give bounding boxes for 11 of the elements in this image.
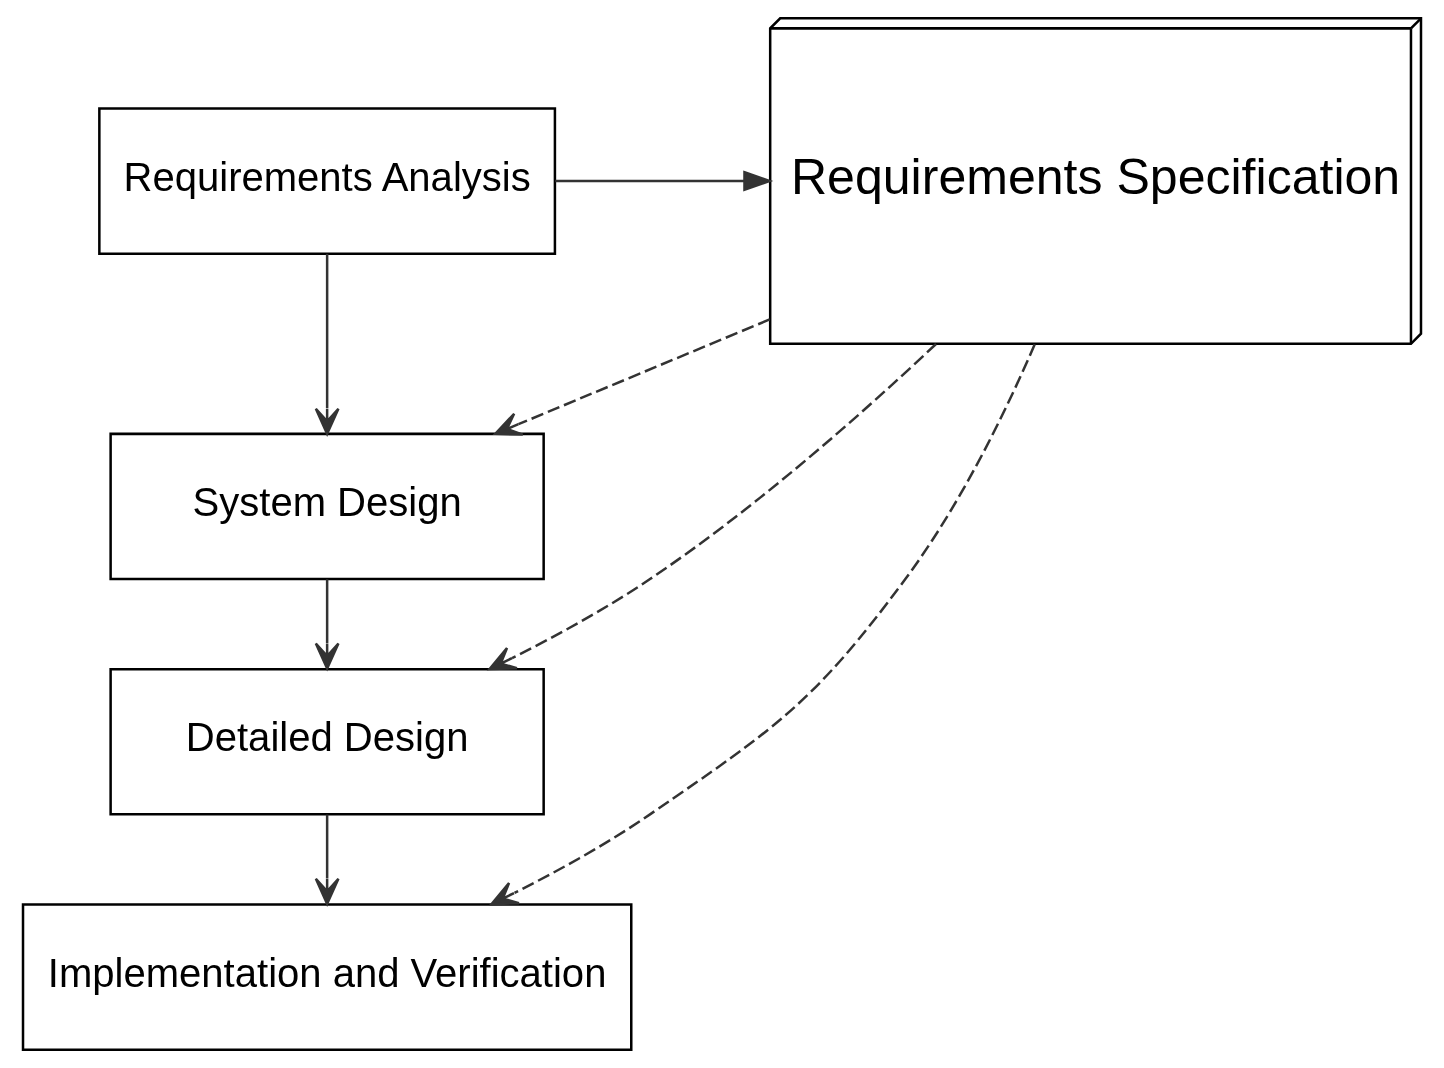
arrow bbox=[494, 318, 771, 436]
arrow bbox=[488, 343, 937, 671]
arrow bbox=[314, 814, 340, 906]
arrow bbox=[490, 343, 1036, 906]
arrow bbox=[314, 253, 340, 436]
arrow bbox=[314, 579, 340, 670]
node-box: System Design bbox=[109, 432, 545, 581]
node-box: Implementation and Verification bbox=[21, 903, 633, 1051]
arrow bbox=[555, 170, 774, 192]
node-box: Requirements Analysis bbox=[98, 107, 557, 255]
node-box: Detailed Design bbox=[109, 667, 545, 816]
